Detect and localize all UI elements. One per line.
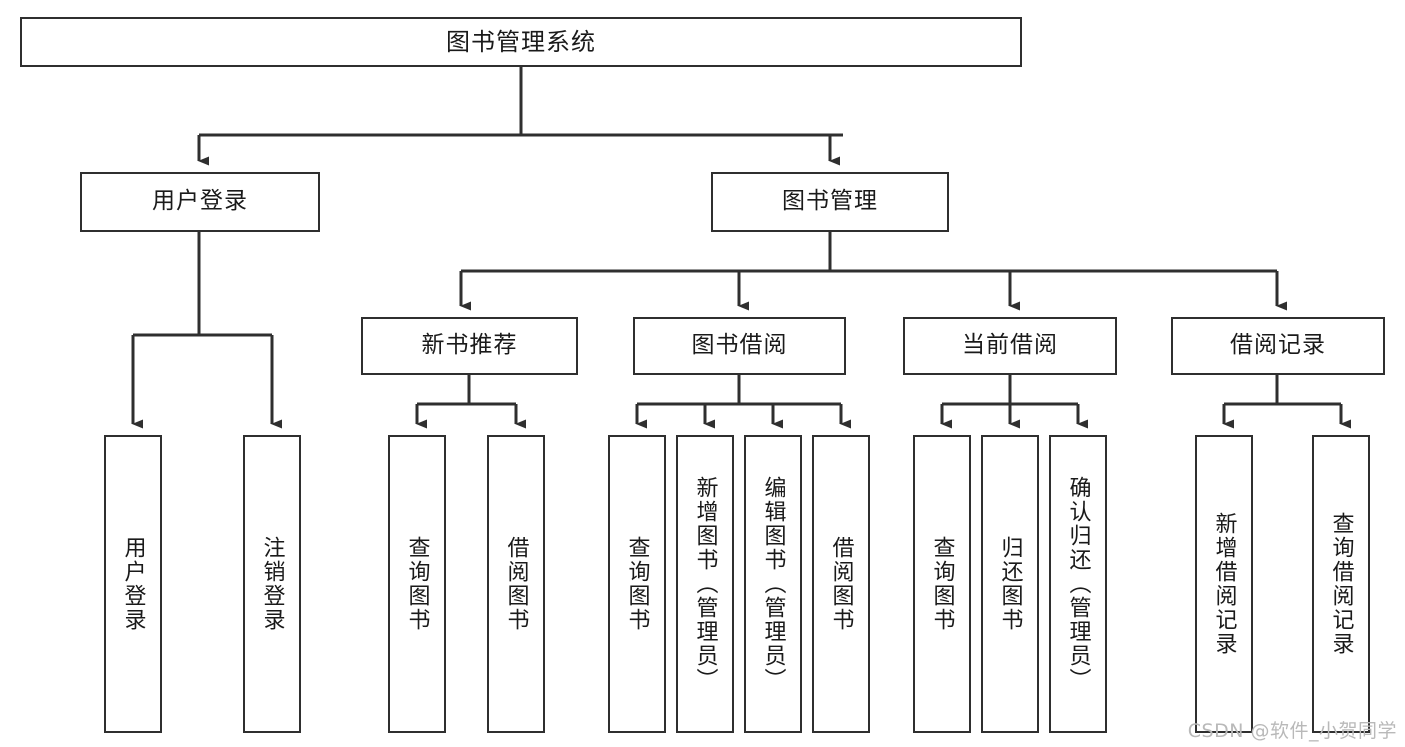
node-label: 查询图书 [929, 536, 955, 632]
node-label: 图书借阅 [691, 332, 788, 359]
node-label: 图书管理系统 [446, 27, 596, 56]
leaf-new-book-borrow[interactable]: 借阅图书 [487, 435, 545, 733]
node-label: 查询借阅记录 [1328, 512, 1354, 656]
node-label: 图书管理 [782, 188, 878, 215]
leaf-book-borrow-edit[interactable]: 编辑图书（管理员） [744, 435, 802, 733]
node-user-login[interactable]: 用户登录 [80, 172, 320, 232]
leaf-user-login-logout[interactable]: 注销登录 [243, 435, 301, 733]
leaf-borrow-record-query[interactable]: 查询借阅记录 [1312, 435, 1370, 733]
node-label: 新增图书（管理员） [692, 476, 718, 692]
node-book-management[interactable]: 图书管理 [711, 172, 949, 232]
leaf-user-login-login[interactable]: 用户登录 [104, 435, 162, 733]
node-root-system[interactable]: 图书管理系统 [20, 17, 1022, 67]
node-borrow-record[interactable]: 借阅记录 [1171, 317, 1385, 375]
leaf-new-book-query[interactable]: 查询图书 [388, 435, 446, 733]
node-label: 用户登录 [120, 536, 146, 632]
watermark-text: CSDN @软件_小贺同学 [1187, 720, 1397, 742]
leaf-borrow-record-add[interactable]: 新增借阅记录 [1195, 435, 1253, 733]
node-label: 新书推荐 [421, 332, 518, 359]
node-label: 新增借阅记录 [1211, 512, 1237, 656]
node-label: 用户登录 [152, 188, 248, 215]
node-current-borrow[interactable]: 当前借阅 [903, 317, 1117, 375]
node-label: 借阅记录 [1230, 332, 1326, 359]
node-label: 查询图书 [404, 536, 430, 632]
node-label: 查询图书 [624, 536, 650, 632]
leaf-book-borrow-add[interactable]: 新增图书（管理员） [676, 435, 734, 733]
leaf-current-borrow-return[interactable]: 归还图书 [981, 435, 1039, 733]
node-label: 当前借阅 [962, 332, 1058, 359]
node-new-book-recommend[interactable]: 新书推荐 [361, 317, 578, 375]
node-label: 借阅图书 [828, 536, 854, 632]
node-label: 编辑图书（管理员） [760, 476, 786, 692]
node-label: 借阅图书 [503, 536, 529, 632]
node-label: 归还图书 [997, 536, 1023, 632]
node-book-borrow[interactable]: 图书借阅 [633, 317, 846, 375]
leaf-book-borrow-query[interactable]: 查询图书 [608, 435, 666, 733]
leaf-book-borrow-borrow[interactable]: 借阅图书 [812, 435, 870, 733]
node-label: 确认归还（管理员） [1065, 476, 1091, 692]
leaf-current-borrow-query[interactable]: 查询图书 [913, 435, 971, 733]
node-label: 注销登录 [259, 536, 285, 632]
leaf-current-borrow-confirm-return[interactable]: 确认归还（管理员） [1049, 435, 1107, 733]
